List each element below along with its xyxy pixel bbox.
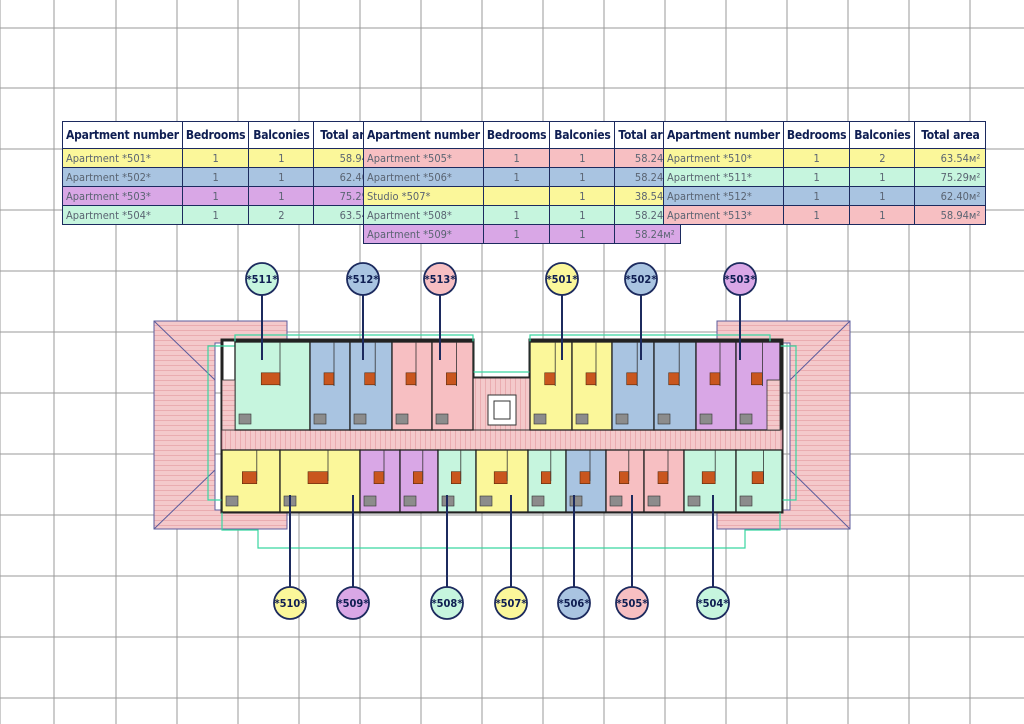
apartment-tag: *505* (615, 495, 649, 620)
apartment-tag: *510* (273, 495, 307, 620)
tag-label: *507* (495, 597, 526, 610)
apartment-tag: *513* (423, 262, 457, 360)
roof-left (153, 320, 288, 530)
apartment-room (309, 341, 351, 431)
tag-label: *512* (347, 273, 378, 286)
tag-label: *506* (558, 597, 589, 610)
apartment-room (683, 449, 737, 513)
apartment-room (735, 449, 783, 513)
apartment-room (527, 449, 567, 513)
apartment-room (399, 449, 439, 513)
col-apartment-number: Apartment number (363, 121, 484, 149)
tag-label: *513* (424, 273, 455, 286)
apartment-name-cell: Apartment *509* (363, 224, 484, 244)
apartment-name-cell: Apartment *502* (62, 167, 183, 187)
tag-label: *502* (625, 273, 656, 286)
apartment-name-cell: Apartment *511* (663, 167, 784, 187)
area-cell: 58.24м² (614, 224, 681, 244)
tag-label: *508* (431, 597, 462, 610)
balconies-cell: 2 (248, 205, 315, 225)
apartment-tag: *504* (696, 495, 730, 620)
corridor (221, 429, 783, 451)
apartment-room (605, 449, 645, 513)
col-balconies: Balconies (549, 121, 616, 149)
apartment-name-cell: Apartment *513* (663, 205, 784, 225)
apartment-tag: *511* (245, 262, 279, 360)
balconies-cell: 1 (849, 205, 916, 225)
col-bedrooms: Bedrooms (482, 121, 551, 149)
col-balconies: Balconies (248, 121, 315, 149)
apartment-room (234, 341, 311, 431)
col-total-area: Total area (914, 121, 987, 149)
building-floor (207, 334, 797, 549)
apartment-tag: *509* (336, 495, 370, 620)
tag-label: *504* (697, 597, 728, 610)
apartment-tag: *507* (494, 495, 528, 620)
bedrooms-cell: 1 (482, 224, 551, 244)
apartment-tag: *506* (557, 495, 591, 620)
bedrooms-cell: 1 (782, 205, 851, 225)
apartment-tag: *502* (624, 262, 658, 360)
apartment-room (529, 341, 573, 431)
col-apartment-number: Apartment number (62, 121, 183, 149)
apartment-room (359, 449, 401, 513)
apartment-tag: *512* (346, 262, 380, 360)
apartment-room (431, 341, 474, 431)
tag-label: *511* (246, 273, 277, 286)
tag-label: *501* (546, 273, 577, 286)
apartment-room (349, 341, 393, 431)
apartment-tag: *503* (723, 262, 757, 360)
apartment-room (611, 341, 655, 431)
tag-label: *503* (724, 273, 755, 286)
apartment-room (279, 449, 361, 513)
apartment-room (391, 341, 433, 431)
apartment-name-cell: Apartment *505* (363, 148, 484, 168)
apartment-room (571, 341, 613, 431)
apartment-name-cell: Apartment *501* (62, 148, 183, 168)
apartment-table-right: Apartment number Bedrooms Balconies Tota… (663, 121, 987, 225)
roof-right (716, 320, 851, 530)
apartment-name-cell: Apartment *503* (62, 186, 183, 206)
apartment-room (475, 449, 529, 513)
tag-label: *505* (616, 597, 647, 610)
apartment-tag: *501* (545, 262, 579, 360)
apartment-room (643, 449, 685, 513)
area-cell: 62.40м² (914, 186, 987, 206)
apartment-room (565, 449, 607, 513)
apartment-room (695, 341, 737, 431)
apartment-room (437, 449, 477, 513)
apartment-room (653, 341, 697, 431)
area-cell: 75.29м² (914, 167, 987, 187)
apartment-room (221, 449, 281, 513)
apartment-name-cell: Apartment *504* (62, 205, 183, 225)
area-cell: 58.94м² (914, 205, 987, 225)
apartment-tag: *508* (430, 495, 464, 620)
tag-label: *509* (337, 597, 368, 610)
tag-label: *510* (274, 597, 305, 610)
